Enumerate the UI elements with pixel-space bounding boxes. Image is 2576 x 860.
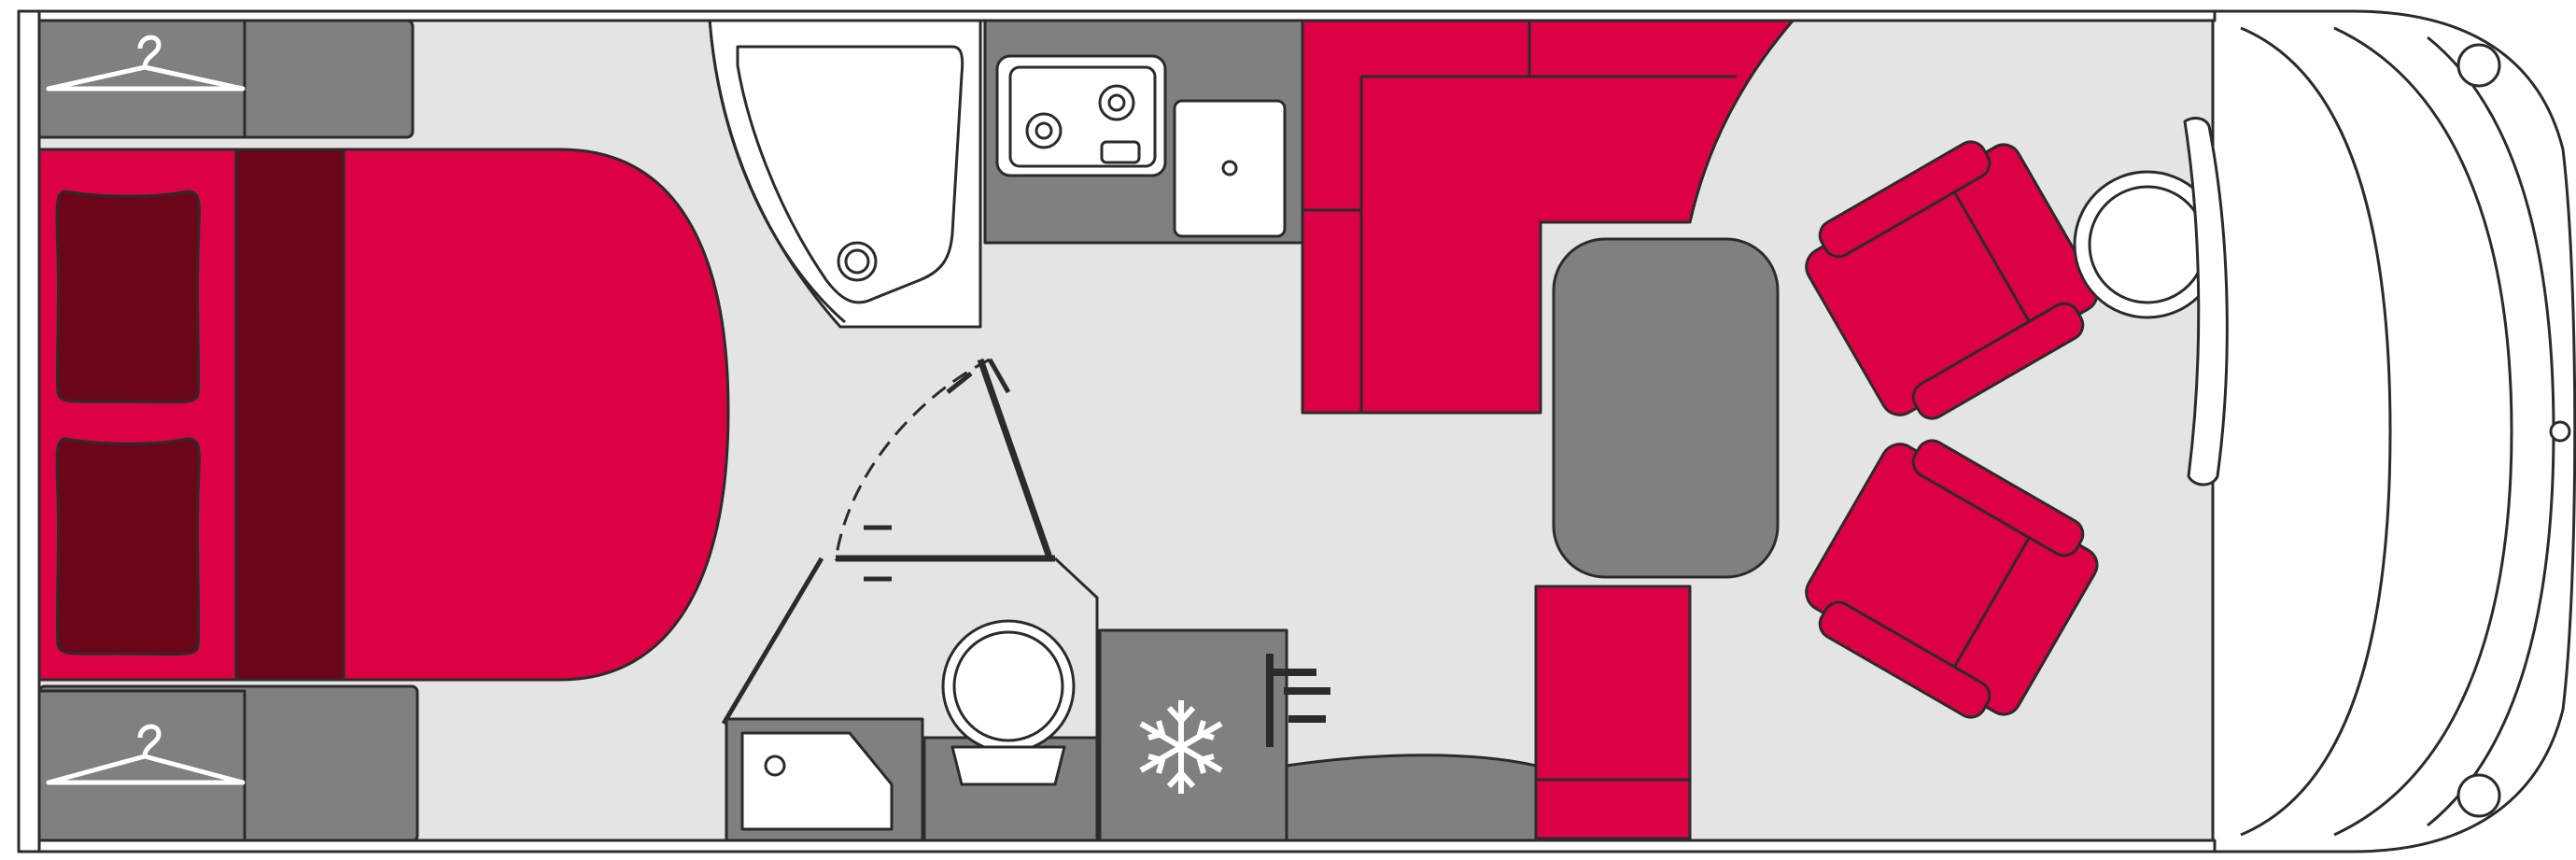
door-swing [834,358,991,561]
dinette-bench [1301,17,1796,415]
rear-wall [17,9,41,853]
shower-drain-inner [844,248,870,275]
entry-step [1285,754,1538,847]
driver-seat-bottom [1805,439,2099,719]
dining-table [1552,237,1780,579]
washroom-wall-angled [721,557,824,726]
side-bench [1534,585,1692,840]
door-handle [946,358,1011,394]
side-wall-top [37,9,2217,22]
steering-wheel-inner [2088,185,2207,304]
wardrobe-bottom-inner [37,689,246,843]
burner-icon [1107,93,1126,112]
toilet-bowl [952,630,1064,742]
toilet-base [950,745,1066,786]
dashboard [2333,26,2513,837]
front-ornament [2549,420,2571,443]
passenger-seat-top [1805,140,2099,420]
pillow-bottom [55,437,201,656]
bed-runner [234,148,345,682]
entry-door-handle [1266,654,1330,747]
pillow-top [55,190,201,404]
hanger-icon [46,35,246,92]
hanger-icon [46,724,246,785]
burner-icon [1035,121,1053,140]
shower-basin [736,45,964,304]
island-bed [37,148,730,682]
side-wall-bottom [37,839,2217,853]
door-handle [864,525,892,582]
shower-curve-wall [708,18,846,324]
washbasin-drain [764,754,786,777]
cooker-knobs [1100,140,1141,164]
fridge [1098,628,1288,842]
snowflake-icon [1139,700,1223,794]
dashboard-lever [2183,117,2229,486]
mirror-top [2456,43,2501,88]
cab-front [2211,9,2576,853]
sink-drain [1221,160,1238,176]
mirror-bottom [2456,773,2501,818]
door-panel [977,358,1054,562]
windshield-line [2240,26,2392,837]
wardrobe-top-inner [37,19,246,139]
